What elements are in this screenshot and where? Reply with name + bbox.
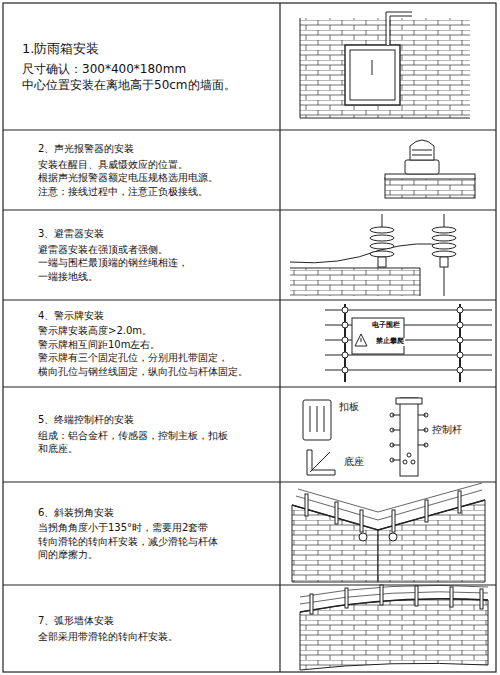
corner-wall-figure	[292, 483, 485, 582]
part-name: 底座	[343, 456, 365, 467]
step-text: 组成：铝合金杆，传感器，控制主板，扣板和底座。	[38, 429, 228, 456]
table-cell: 2、声光报警器的安装安装在醒目、具威慑效应的位置。根据声光报警器额定电压规格选用…	[4, 131, 279, 209]
step-heading: 4、警示牌安装	[38, 309, 278, 323]
step-heading: 3、避雷器安装	[38, 227, 276, 241]
sign-text: 禁止攀爬	[375, 338, 405, 346]
step-heading: 5、终端控制杆的安装	[38, 413, 228, 427]
step-text: 一端与围栏最顶端的钢丝绳相连，	[38, 256, 276, 270]
table-cell: 6、斜装拐角安装当拐角角度小于135°时，需要用2套带转向滑轮的转向杆安装，减少…	[4, 483, 279, 584]
step-text: 横向孔位与钢丝线固定，纵向孔位与杆体固定。	[38, 365, 278, 379]
step-text: 警示牌相互间距10m左右。	[38, 338, 278, 352]
table-cell: 7、弧形墙体安装全部采用带滑轮的转向杆安装。	[4, 586, 279, 671]
control-pole-figure	[303, 398, 428, 476]
alarm-figure	[385, 140, 475, 198]
fence-figure	[325, 304, 492, 382]
step-heading: 7、弧形墙体安装	[38, 614, 276, 628]
part-name: 扣板	[338, 401, 360, 412]
step-heading: 6、斜装拐角安装	[38, 506, 218, 520]
step-text: 注意：接线过程中，注意正负极接线。	[38, 185, 276, 199]
step-text: 一端接地线。	[38, 270, 276, 284]
part-name: 控制杆	[431, 424, 463, 435]
curved-wall-figure	[300, 585, 488, 670]
step-text: 全部采用带滑轮的转向杆安装。	[38, 630, 276, 644]
step-text: 中心位置安装在离地高于50cm的墙面。	[22, 77, 277, 93]
step-heading: 2、声光报警器的安装	[38, 142, 276, 156]
step-text: 避雷器安装在强顶或者强侧。	[38, 243, 276, 257]
table-cell: 5、终端控制杆的安装组成：铝合金杆，传感器，控制主板，扣板和底座。	[4, 388, 279, 481]
sign-text: 电子围栏	[371, 322, 401, 330]
step-text: 根据声光报警器额定电压规格选用电源。	[38, 171, 276, 185]
rain-box-figure	[300, 12, 470, 120]
table-grid	[3, 3, 496, 672]
step-text: 当拐角角度小于135°时，需要用2套带转向滑轮的转向杆安装，减少滑轮与杆体间的摩…	[38, 521, 218, 562]
table-cell: 3、避雷器安装避雷器安装在强顶或者强侧。一端与围栏最顶端的钢丝绳相连，一端接地线…	[4, 211, 279, 299]
table-cell: 4、警示牌安装警示牌安装高度>2.0m。警示牌相互间距10m左右。警示牌有三个固…	[4, 301, 279, 386]
step-text: 警示牌安装高度>2.0m。	[38, 324, 278, 338]
table-cell: 1.防雨箱安装尺寸确认：300*400*180mm中心位置安装在离地高于50cm…	[4, 4, 279, 129]
step-text: 安装在醒目、具威慑效应的位置。	[38, 158, 276, 172]
arrester-figure	[290, 214, 456, 296]
step-heading: 1.防雨箱安装	[22, 40, 277, 58]
step-text: 尺寸确认：300*400*180mm	[22, 61, 277, 77]
step-text: 警示牌有三个固定孔位，分别用扎带固定，	[38, 351, 278, 365]
